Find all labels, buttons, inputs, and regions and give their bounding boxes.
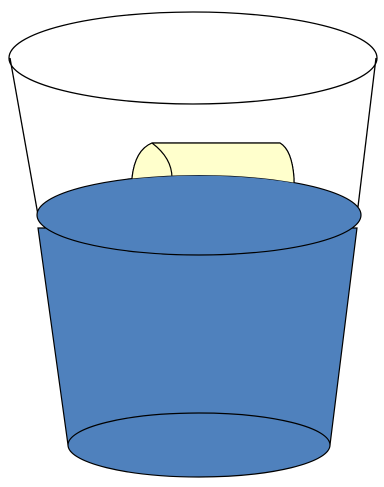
water-surface	[37, 175, 361, 255]
water	[37, 175, 361, 477]
glass-right-wall	[357, 58, 376, 215]
glass-bottom	[68, 413, 330, 477]
glass-rim	[9, 12, 377, 104]
